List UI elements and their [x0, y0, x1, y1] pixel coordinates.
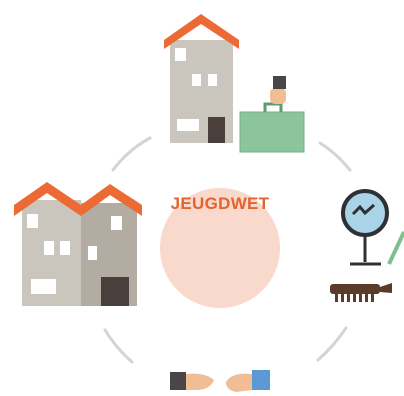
ring-segment-top-left [111, 136, 152, 172]
suitcase-icon [239, 76, 305, 153]
mirror-icon [341, 189, 404, 266]
center-label: JEUGDWET [170, 194, 270, 213]
comb-icon [330, 283, 392, 302]
ring-segments [103, 136, 352, 364]
house-small-icon [164, 14, 239, 143]
ring-segment-bottom-right [316, 326, 348, 362]
handshake-icon [170, 370, 270, 392]
house-large-icon [14, 182, 142, 306]
ring-segment-bottom-left [103, 328, 134, 364]
ring-segment-top-right [318, 141, 352, 172]
center-circle [160, 188, 280, 308]
